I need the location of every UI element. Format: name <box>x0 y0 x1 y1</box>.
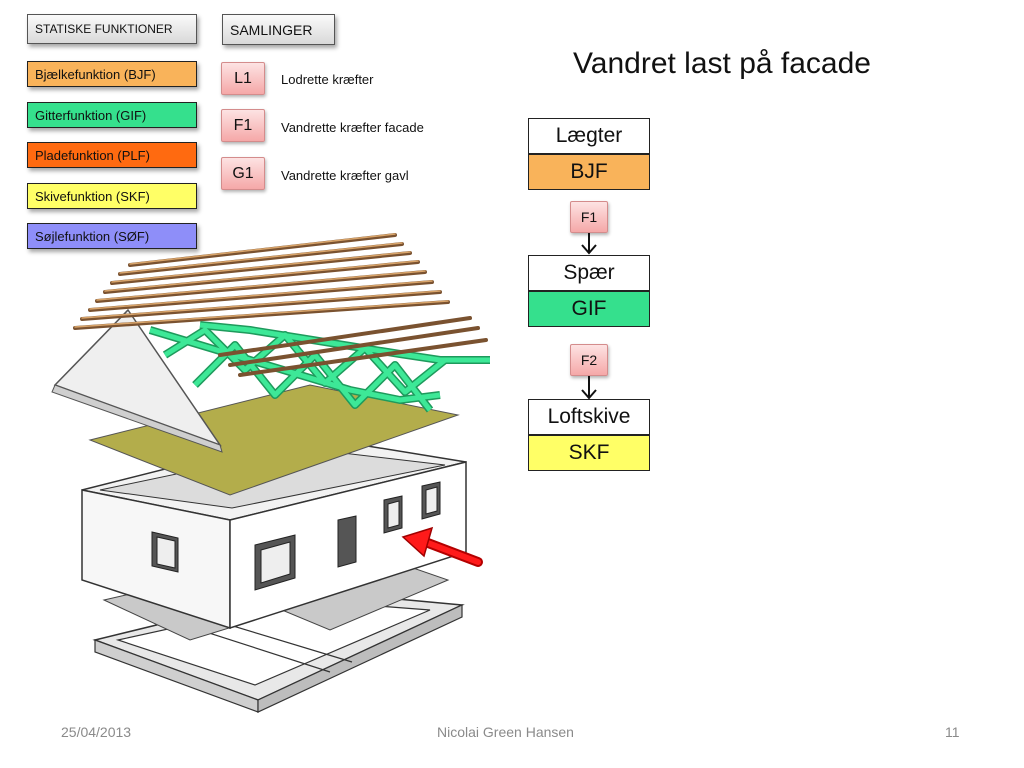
connection-f2: F2 <box>570 344 608 376</box>
roof-battens <box>73 233 488 377</box>
exploded-house-illustration <box>51 233 490 713</box>
function-sof: Søjlefunktion (SØF) <box>27 223 197 249</box>
samling-l1-tag: L1 <box>221 62 265 95</box>
connection-f1: F1 <box>570 201 608 233</box>
footer-author: Nicolai Green Hansen <box>437 724 574 740</box>
statiske-funktioner-header: STATISKE FUNKTIONER <box>27 14 197 44</box>
function-sof-label: Søjlefunktion (SØF) <box>35 228 150 244</box>
samling-g1-code: G1 <box>232 164 254 182</box>
flow-loftskive-name: Loftskive <box>528 399 650 435</box>
function-gif-label: Gitterfunktion (GIF) <box>35 107 147 123</box>
function-gif: Gitterfunktion (GIF) <box>27 102 197 128</box>
statiske-funktioner-label: STATISKE FUNKTIONER <box>35 22 173 36</box>
function-bjf: Bjælkefunktion (BJF) <box>27 61 197 87</box>
flow-laegter-func: BJF <box>528 154 650 190</box>
function-plf: Pladefunktion (PLF) <box>27 142 197 168</box>
samling-l1-code: L1 <box>234 69 252 87</box>
flow-loftskive-func: SKF <box>528 435 650 471</box>
ceiling-plate <box>88 384 460 496</box>
flow-laegter-name: Lægter <box>528 118 650 154</box>
gable-side <box>51 384 223 453</box>
samling-l1-desc: Lodrette kræfter <box>281 72 374 87</box>
function-skf-label: Skivefunktion (SKF) <box>35 188 150 204</box>
gable-wall <box>53 308 222 447</box>
footer-page-number: 11 <box>945 724 960 740</box>
connection-f2-label: F2 <box>580 352 598 368</box>
samling-f1-desc: Vandrette kræfter facade <box>281 120 424 135</box>
connection-f1-label: F1 <box>580 209 598 225</box>
samling-g1-tag: G1 <box>221 157 265 190</box>
flow-arrow-1 <box>581 233 597 255</box>
samlinger-label: SAMLINGER <box>230 21 313 38</box>
function-plf-label: Pladefunktion (PLF) <box>35 147 150 163</box>
flow-spaer-func: GIF <box>528 291 650 327</box>
roof-battens-highlight <box>74 233 449 328</box>
footer-date: 25/04/2013 <box>61 724 132 740</box>
function-skf: Skivefunktion (SKF) <box>27 183 197 209</box>
samling-f1-tag: F1 <box>221 109 265 142</box>
flow-spaer-name: Spær <box>528 255 650 291</box>
samling-g1-desc: Vandrette kræfter gavl <box>281 168 409 183</box>
horizontal-load-arrow <box>401 526 483 567</box>
slide-title: Vandret last på facade <box>573 47 871 80</box>
function-bjf-label: Bjælkefunktion (BJF) <box>35 66 156 82</box>
flow-arrow-2 <box>581 376 597 400</box>
samling-f1-code: F1 <box>233 116 253 134</box>
samlinger-header: SAMLINGER <box>222 14 335 45</box>
